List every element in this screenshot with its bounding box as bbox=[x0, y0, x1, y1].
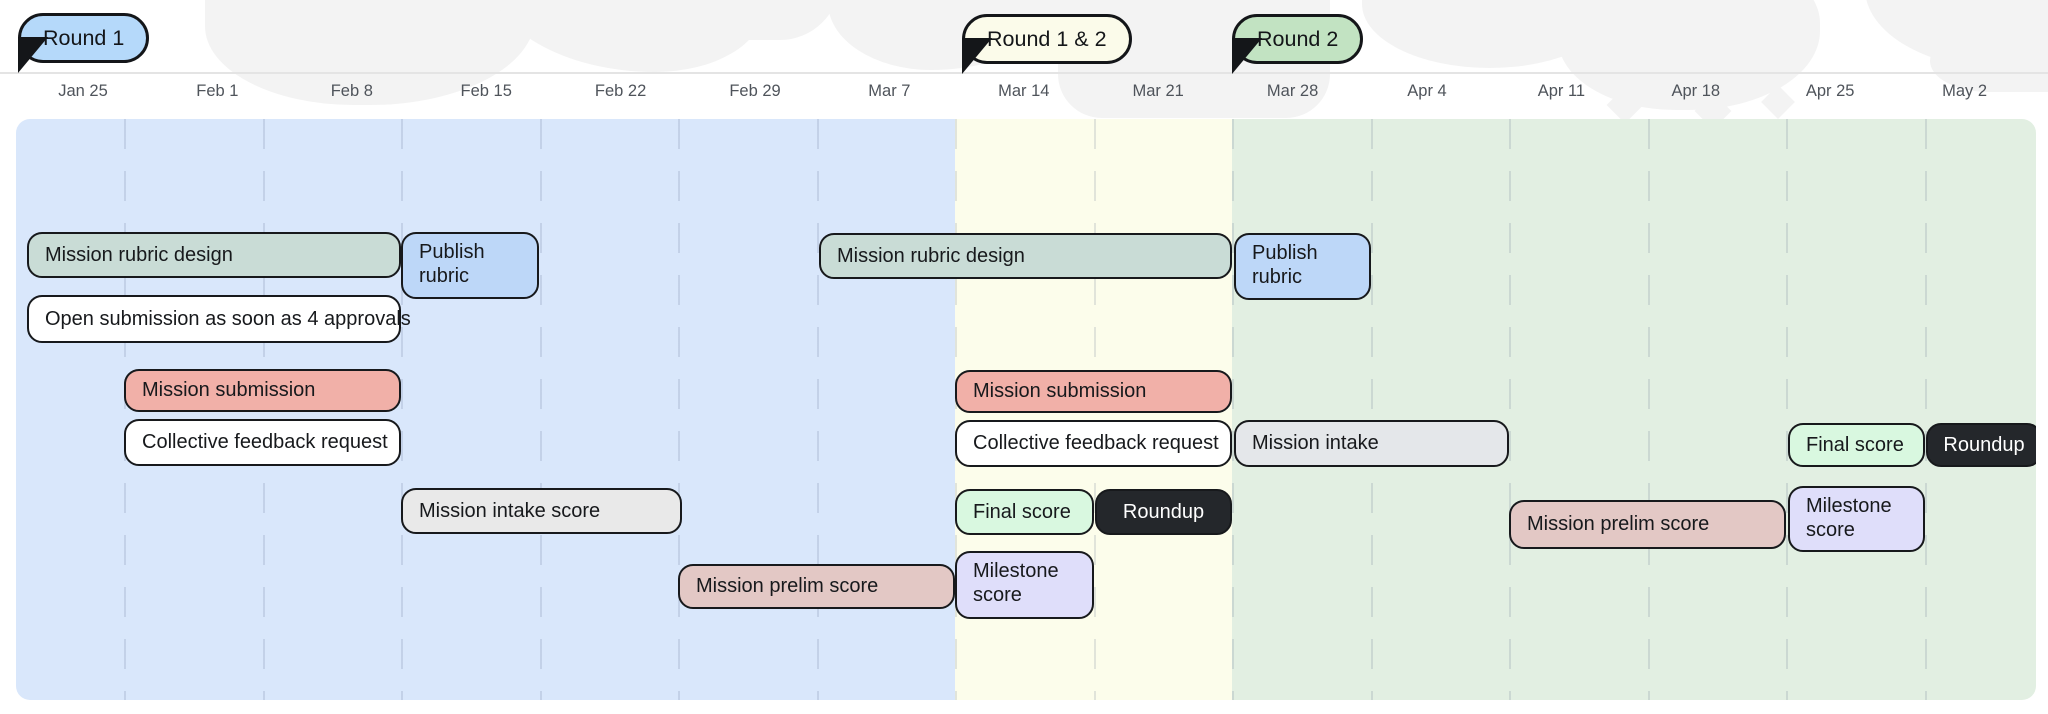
date-label: Feb 8 bbox=[330, 82, 373, 100]
round-2-milestone-pill[interactable]: Round 2 bbox=[1232, 14, 1364, 64]
open-submission-r1-bar[interactable]: Open submission as soon as 4 approvals bbox=[27, 295, 411, 343]
mission-submission-r1-bar[interactable]: Mission submission bbox=[124, 369, 401, 412]
mission-rubric-design-r2-bar[interactable]: Mission rubric design bbox=[819, 233, 1232, 279]
week-gridline bbox=[678, 119, 680, 700]
mission-intake-score-r1-bar[interactable]: Mission intake score bbox=[401, 488, 682, 534]
final-score-r1-bar[interactable]: Final score bbox=[955, 489, 1094, 535]
date-label: Feb 15 bbox=[460, 82, 512, 100]
background-blob bbox=[1930, 30, 2048, 92]
week-gridline bbox=[1370, 119, 1373, 700]
date-label: Apr 11 bbox=[1537, 82, 1586, 100]
final-score-r2-bar[interactable]: Final score bbox=[1788, 423, 1925, 467]
mission-submission-r2-bar[interactable]: Mission submission bbox=[955, 370, 1232, 413]
date-label: Apr 25 bbox=[1805, 82, 1855, 100]
publish-rubric-r2-bar[interactable]: Publish rubric bbox=[1234, 233, 1371, 300]
date-label: Feb 22 bbox=[594, 82, 647, 100]
collective-feedback-request-r2-bar[interactable]: Collective feedback request bbox=[955, 420, 1232, 467]
week-gridline bbox=[1647, 119, 1650, 700]
date-label: Jan 25 bbox=[58, 82, 108, 100]
week-gridline bbox=[1232, 119, 1234, 700]
week-gridline bbox=[124, 119, 126, 700]
collective-feedback-request-r1-bar[interactable]: Collective feedback request bbox=[124, 419, 401, 466]
week-gridline bbox=[816, 119, 819, 700]
week-gridline bbox=[1924, 119, 1927, 700]
roundup-r1-bar[interactable]: Roundup bbox=[1095, 489, 1232, 535]
week-gridline bbox=[401, 119, 403, 700]
header-separator-line bbox=[0, 72, 2048, 74]
mission-rubric-design-r1-bar[interactable]: Mission rubric design bbox=[27, 232, 401, 278]
date-label: Mar 28 bbox=[1266, 82, 1319, 100]
date-label: Apr 18 bbox=[1671, 82, 1721, 100]
round-2-region bbox=[1232, 119, 2036, 700]
week-gridline bbox=[1509, 119, 1511, 700]
date-label: Mar 14 bbox=[998, 82, 1050, 100]
milestone-score-r1-bar[interactable]: Milestone score bbox=[955, 551, 1094, 619]
date-label: Feb 1 bbox=[196, 82, 239, 100]
round-1-2-milestone-pill[interactable]: Round 1 & 2 bbox=[962, 14, 1132, 64]
date-label: May 2 bbox=[1942, 82, 1988, 100]
week-gridline bbox=[955, 119, 957, 700]
mission-prelim-score-r1-bar[interactable]: Mission prelim score bbox=[678, 564, 955, 609]
week-gridline bbox=[1786, 119, 1788, 700]
date-label: Mar 7 bbox=[868, 82, 911, 100]
milestone-score-r2-bar[interactable]: Milestone score bbox=[1788, 486, 1925, 552]
roundup-r2-bar[interactable]: Roundup bbox=[1926, 423, 2036, 467]
date-label: Mar 21 bbox=[1132, 82, 1184, 100]
round-1-milestone-pill[interactable]: Round 1 bbox=[18, 13, 150, 63]
mission-intake-r2-bar[interactable]: Mission intake bbox=[1234, 420, 1509, 467]
date-label: Feb 29 bbox=[729, 82, 781, 100]
date-label: Apr 4 bbox=[1407, 82, 1447, 100]
week-gridline bbox=[539, 119, 542, 700]
mission-prelim-score-r2-bar[interactable]: Mission prelim score bbox=[1509, 500, 1786, 549]
publish-rubric-r1-bar[interactable]: Publish rubric bbox=[401, 232, 539, 299]
